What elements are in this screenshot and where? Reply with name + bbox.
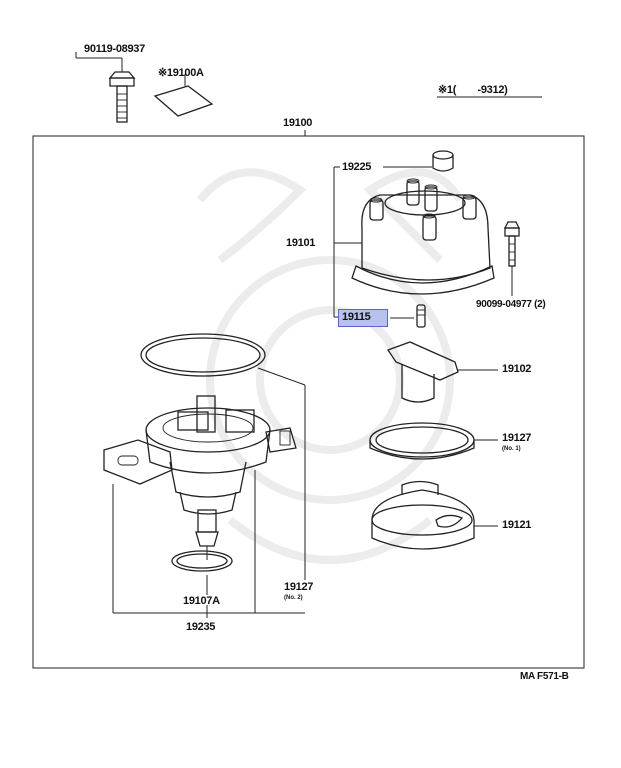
label-sticker-icon [153, 74, 214, 117]
label-carbon-piece[interactable]: 19115 [342, 311, 371, 323]
label-sticker-part: ※19100A [158, 67, 204, 79]
label-o-ring: 19107A [183, 595, 220, 607]
label-bolt-top: 90119-08937 [84, 43, 145, 55]
rotor-icon [387, 341, 498, 403]
distributor-housing-icon [103, 395, 297, 560]
highlight-carbon-piece [338, 309, 388, 327]
label-assembly: 19100 [283, 117, 313, 129]
label-gasket-no2: 19127 [284, 581, 314, 593]
label-housing: 19235 [186, 621, 216, 633]
label-gasket-no1-sub: (No. 1) [502, 446, 521, 452]
label-cap-bolt: 90099-04977 (2) [476, 299, 546, 310]
carbon-piece-icon [390, 304, 426, 328]
cover-icon [371, 480, 498, 550]
o-ring-icon [171, 550, 233, 572]
label-gasket-no1: 19127 [502, 432, 532, 444]
large-gasket-icon [140, 333, 266, 377]
label-distributor-cap: 19101 [286, 237, 316, 249]
label-cap-grommet: 19225 [342, 161, 372, 173]
label-cover: 19121 [502, 519, 532, 531]
cap-grommet-icon [383, 150, 454, 172]
watermark [196, 168, 464, 564]
bolt-icon [75, 52, 136, 123]
label-gasket-no2-sub: (No. 2) [284, 595, 303, 601]
label-rotor: 19102 [502, 363, 532, 375]
cap-bolt-icon [503, 221, 521, 296]
label-figure-code: MA F571-B [520, 671, 569, 682]
label-note: ※1( -9312) [438, 84, 508, 96]
assembly-frame [32, 135, 585, 669]
distributor-cap-icon [351, 178, 495, 295]
gasket-no1-icon [369, 422, 498, 460]
